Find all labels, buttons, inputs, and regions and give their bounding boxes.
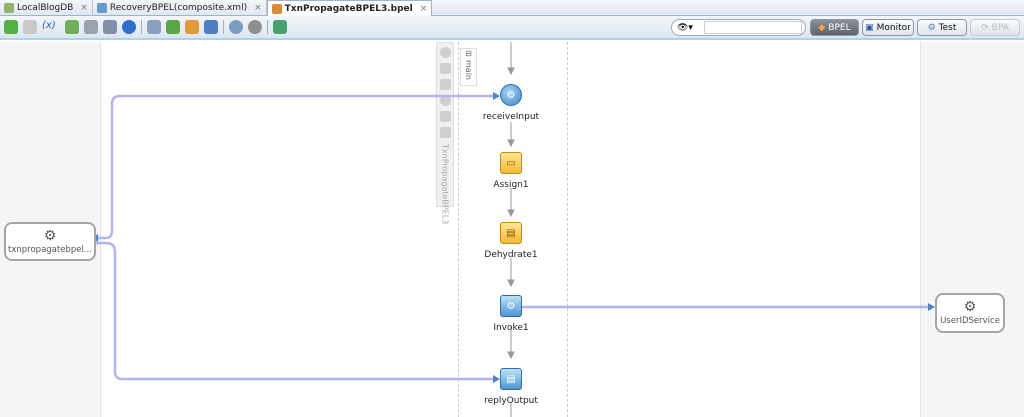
reply-link	[95, 241, 493, 381]
circle-icon[interactable]	[439, 47, 451, 58]
monitor-view-button[interactable]: ▣Monitor	[862, 19, 914, 36]
bpel-view-button[interactable]: ◆BPEL	[810, 19, 859, 36]
activity-label: replyOutput	[484, 396, 538, 406]
invoke-icon: ⚙	[500, 295, 522, 317]
dehydrate-icon: ▤	[500, 222, 522, 244]
receive-link	[95, 94, 493, 240]
deploy-icon[interactable]	[166, 20, 180, 34]
composite-icon	[96, 3, 107, 13]
settings-icon[interactable]	[23, 20, 37, 34]
bpa-view-button[interactable]: ⟳BPA	[970, 19, 1020, 36]
tab-label: LocalBlogDB	[17, 3, 74, 13]
gear-icon: ⚙	[43, 227, 57, 244]
sensor-icon[interactable]	[185, 20, 199, 34]
assign-icon: ▭	[500, 152, 522, 174]
properties-icon[interactable]	[84, 20, 98, 34]
correlation-icon[interactable]	[65, 20, 79, 34]
tab-localblogdb[interactable]: LocalBlogDB ×	[0, 0, 93, 16]
partner-link-useridservice[interactable]: ⚙UserIDService	[935, 293, 1005, 333]
tab-label: TxnPropagateBPEL3.bpel	[284, 3, 413, 14]
bpel-icon	[271, 3, 282, 14]
close-icon[interactable]: ×	[80, 3, 88, 13]
test-label: Test	[938, 22, 957, 33]
binoculars-icon[interactable]: 👁▾	[677, 22, 693, 33]
activity-label: Assign1	[493, 180, 529, 190]
partner-label: txnpropagatebpel...	[8, 244, 92, 255]
tab-txnpropagatebpel3[interactable]: TxnPropagateBPEL3.bpel ×	[266, 0, 433, 16]
search-input[interactable]	[704, 21, 802, 34]
refresh-icon[interactable]	[204, 20, 218, 34]
print-icon[interactable]	[248, 20, 262, 34]
triangle-icon[interactable]	[439, 79, 451, 90]
separator	[141, 20, 142, 34]
bpel-canvas[interactable]: TxnPropagateBPEL3 ⊟main ⚙txnpropagatebpe…	[0, 42, 1024, 417]
right-partner-lane	[920, 42, 1024, 417]
zoom-in-icon[interactable]	[229, 20, 243, 34]
checklist-icon[interactable]	[147, 20, 161, 34]
activity-label: Dehydrate1	[484, 250, 538, 260]
monitor-label: Monitor	[876, 22, 911, 33]
gear-icon: ⚙	[963, 299, 977, 315]
close-icon[interactable]: ×	[254, 3, 262, 13]
activity-replyoutput[interactable]: ▤ replyOutput	[466, 368, 556, 406]
test-view-button[interactable]: ⚙Test	[917, 19, 967, 36]
process-boundary	[458, 42, 459, 417]
database-icon	[4, 3, 14, 13]
process-boundary	[567, 42, 568, 417]
reply-icon: ▤	[500, 368, 522, 390]
triangle-icon[interactable]	[439, 63, 451, 74]
octagon-icon[interactable]	[439, 95, 451, 106]
process-name: TxnPropagateBPEL3	[440, 144, 450, 225]
pentagon-icon[interactable]	[439, 111, 451, 122]
activity-label: receiveInput	[482, 112, 540, 122]
partner-links-icon[interactable]	[103, 20, 117, 34]
process-palette: TxnPropagateBPEL3	[436, 42, 454, 224]
close-icon[interactable]: ×	[419, 3, 428, 14]
separator	[223, 20, 224, 34]
activity-receiveinput[interactable]: ⚙ receiveInput	[466, 84, 556, 122]
collapse-icon[interactable]: ⊟	[465, 49, 472, 58]
bpel-label: BPEL	[828, 22, 851, 33]
bpa-label: BPA	[991, 22, 1009, 33]
rewind-icon[interactable]	[439, 127, 451, 138]
editor-tabs: LocalBlogDB × RecoveryBPEL(composite.xml)…	[0, 0, 1024, 16]
activity-invoke1[interactable]: ⚙ Invoke1	[466, 295, 556, 333]
main-scope[interactable]: ⊟ main	[460, 48, 477, 86]
activity-label: Invoke1	[493, 323, 529, 333]
activity-assign1[interactable]: ▭ Assign1	[466, 152, 556, 190]
receive-icon: ⚙	[500, 84, 522, 106]
partner-label: UserIDService	[940, 316, 1000, 326]
separator	[267, 20, 268, 34]
scope-label: main	[464, 60, 473, 80]
validate-icon[interactable]	[4, 20, 18, 34]
search-box[interactable]: 👁▾	[671, 19, 806, 36]
connections	[92, 42, 935, 417]
activity-dehydrate1[interactable]: ▤ Dehydrate1	[466, 222, 556, 260]
layout-icon[interactable]	[273, 20, 287, 34]
info-icon[interactable]	[122, 20, 136, 34]
tab-recoverybpel[interactable]: RecoveryBPEL(composite.xml) ×	[93, 0, 267, 16]
partner-link-txnpropagatebpel[interactable]: ⚙txnpropagatebpel...	[4, 222, 96, 261]
variables-icon[interactable]: (x)	[42, 20, 56, 31]
tab-label: RecoveryBPEL(composite.xml)	[109, 3, 248, 13]
